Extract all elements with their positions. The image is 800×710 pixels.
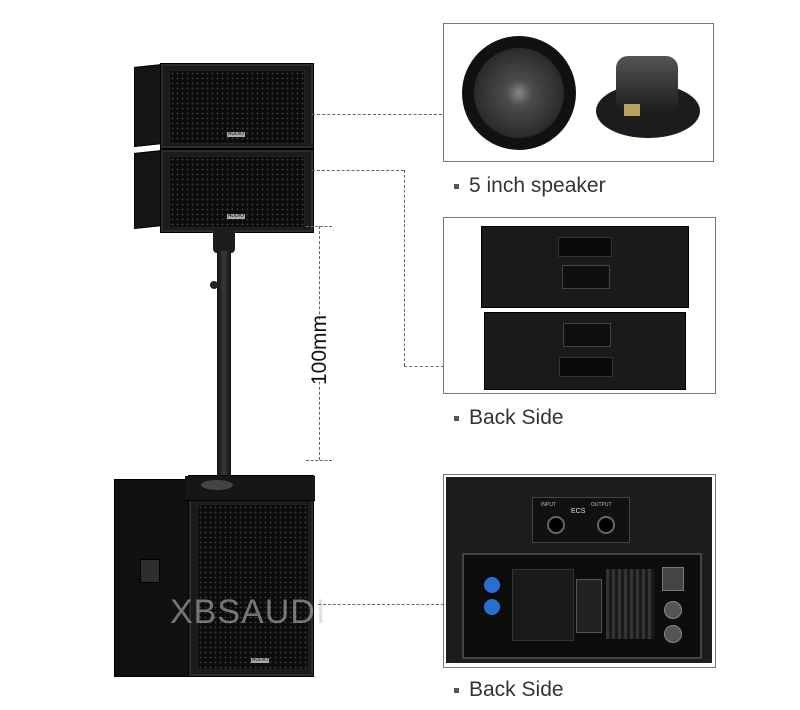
top-speaker-cabinet-2: AUDIO	[160, 149, 314, 233]
back-cabinet-1	[481, 226, 689, 308]
driver-terminal	[624, 104, 640, 116]
leader-line-speaker	[312, 114, 442, 115]
brand-badge: AUDIO	[227, 131, 245, 137]
xlr-input-icon	[664, 601, 682, 619]
back-side-subwoofer-panel: INPUT ECS OUTPUT	[443, 474, 716, 668]
connector-plate	[562, 265, 610, 289]
power-connector-icon	[484, 577, 500, 593]
speaker-grille	[169, 70, 305, 144]
leader-line-back-top-v	[404, 170, 405, 366]
warning-label	[576, 579, 602, 633]
switch-icon	[662, 567, 684, 591]
ecs-label: ECS	[571, 508, 586, 515]
line-array-speaker-system: AUDIO AUDIO AUDIO XBSAUDI	[110, 55, 340, 685]
caption-back-side-top: Back Side	[454, 406, 564, 430]
output-label: OUTPUT	[591, 502, 612, 508]
speaker-driver-front	[462, 36, 576, 150]
pole-socket	[201, 480, 233, 490]
brand-badge: AUDIO	[227, 213, 245, 219]
brand-badge: AUDIO	[251, 657, 269, 663]
output-jack-icon	[597, 516, 615, 534]
caption-text: 5 inch speaker	[469, 174, 606, 197]
watermark-text: XBSAUDI	[170, 593, 327, 631]
input-label: INPUT	[541, 502, 556, 508]
speaker-pole	[217, 251, 231, 483]
subwoofer-handle	[140, 559, 160, 583]
subwoofer-grille	[197, 504, 309, 670]
subwoofer-rear-surface: INPUT ECS OUTPUT	[446, 477, 712, 663]
input-jack-icon	[547, 516, 565, 534]
pole-mount-bracket	[213, 229, 235, 253]
handle-recess	[558, 237, 612, 257]
subwoofer-top	[185, 476, 315, 501]
speaker-driver-panel	[443, 23, 714, 162]
caption-text: Back Side	[469, 406, 564, 429]
input-output-plate: INPUT ECS OUTPUT	[532, 497, 630, 543]
caption-back-side-bottom: Back Side	[454, 678, 564, 702]
handle-recess	[559, 357, 613, 377]
caption-text: Back Side	[469, 678, 564, 701]
leader-line-back-bottom	[318, 604, 444, 605]
leader-line-back-top-h2	[404, 366, 444, 367]
power-in-icon	[484, 599, 500, 615]
dimension-bottom-line	[306, 460, 332, 461]
back-cabinet-2	[484, 312, 686, 390]
bullet-icon	[454, 183, 459, 189]
dimension-label-wrap: 100mm	[290, 315, 350, 385]
back-side-top-panel	[443, 217, 716, 394]
amplifier-module	[462, 553, 702, 659]
subwoofer-cabinet: AUDIO	[185, 475, 315, 677]
heatsink	[606, 569, 654, 639]
driver-dust-cap	[506, 80, 532, 106]
pole-knob	[210, 281, 218, 289]
bullet-icon	[454, 415, 459, 421]
leader-line-back-top-h1	[312, 170, 404, 171]
xlr-output-icon	[664, 625, 682, 643]
bullet-icon	[454, 687, 459, 693]
caption-5-inch-speaker: 5 inch speaker	[454, 174, 606, 198]
connector-plate	[563, 323, 611, 347]
dimension-label: 100mm	[308, 314, 331, 386]
top-speaker-cabinet-1: AUDIO	[160, 63, 314, 149]
spec-label	[512, 569, 574, 641]
